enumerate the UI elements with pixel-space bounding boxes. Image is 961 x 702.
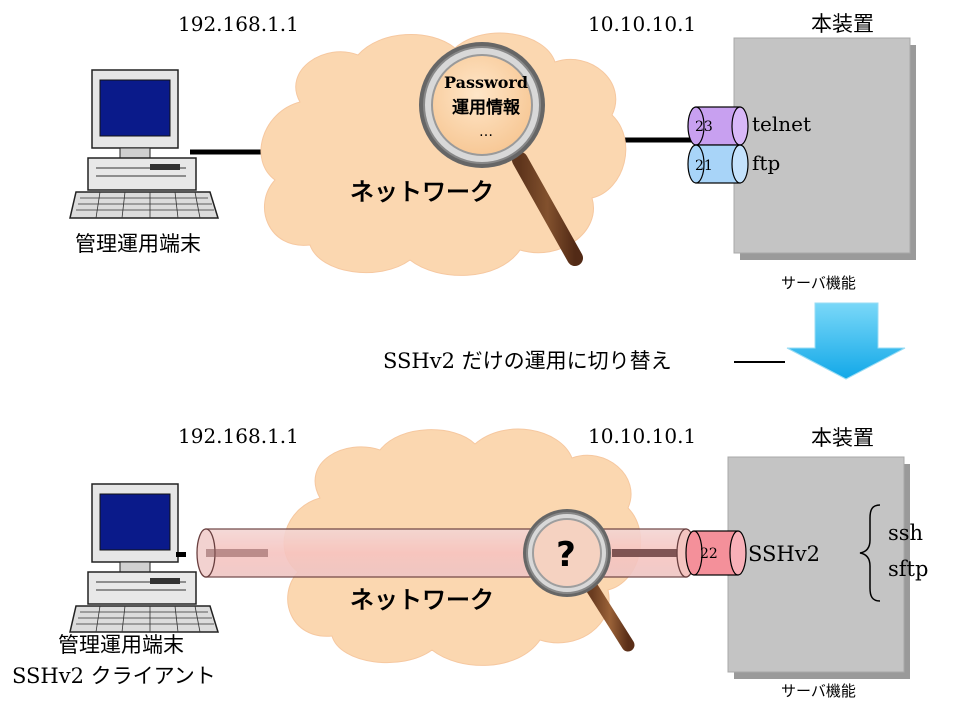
- bottom-service-ssh: ssh: [888, 521, 923, 545]
- bottom-client-ip: 192.168.1.1: [178, 424, 299, 448]
- bottom-port-22-icon: [685, 530, 747, 576]
- bottom-client-computer-icon: [69, 483, 220, 633]
- transition-label: SSHv2 だけの運用に切り替え: [383, 349, 672, 373]
- bottom-protocol-label: SSHv2: [748, 542, 820, 566]
- top-magnifier-ops-info: 運用情報: [452, 97, 521, 118]
- bottom-service-sftp: sftp: [888, 557, 928, 581]
- bottom-network-label: ネットワーク: [350, 586, 494, 614]
- bottom-client-label-line2: SSHv2 クライアント: [12, 664, 216, 688]
- top-device-label: 本装置: [811, 12, 874, 36]
- top-port-ftp-label: ftp: [752, 151, 780, 175]
- top-server-ip: 10.10.10.1: [588, 12, 696, 36]
- bottom-magnifier-question-mark: ?: [556, 535, 576, 575]
- bottom-server-box: [727, 456, 910, 679]
- top-network-label: ネットワーク: [350, 178, 494, 206]
- bottom-port-22-number: 22: [700, 546, 718, 562]
- top-port-telnet-label: telnet: [752, 112, 811, 136]
- transition-down-arrow-icon: [786, 302, 906, 380]
- bottom-server-function-label: サーバ機能: [781, 682, 856, 700]
- ssh-tunnel: [176, 528, 696, 578]
- top-magnifier-ellipsis: …: [479, 124, 493, 140]
- bottom-client-label-line1: 管理運用端末: [58, 633, 184, 657]
- top-client-computer-icon: [69, 69, 220, 219]
- top-client-label: 管理運用端末: [75, 232, 201, 256]
- bottom-magnifier-icon: [523, 509, 635, 652]
- top-magnifier-icon: [419, 42, 583, 266]
- bottom-server-ip: 10.10.10.1: [588, 424, 696, 448]
- top-server-function-label: サーバ機能: [781, 274, 856, 292]
- top-port-21-icon: [687, 144, 749, 184]
- top-port-21-number: 21: [695, 158, 713, 174]
- bottom-device-label: 本装置: [811, 426, 874, 450]
- top-client-ip: 192.168.1.1: [178, 12, 299, 36]
- top-magnifier-password: Password: [444, 73, 528, 92]
- top-port-23-number: 23: [695, 119, 713, 135]
- top-server-box: [733, 37, 916, 260]
- bottom-services-brace: [859, 504, 881, 602]
